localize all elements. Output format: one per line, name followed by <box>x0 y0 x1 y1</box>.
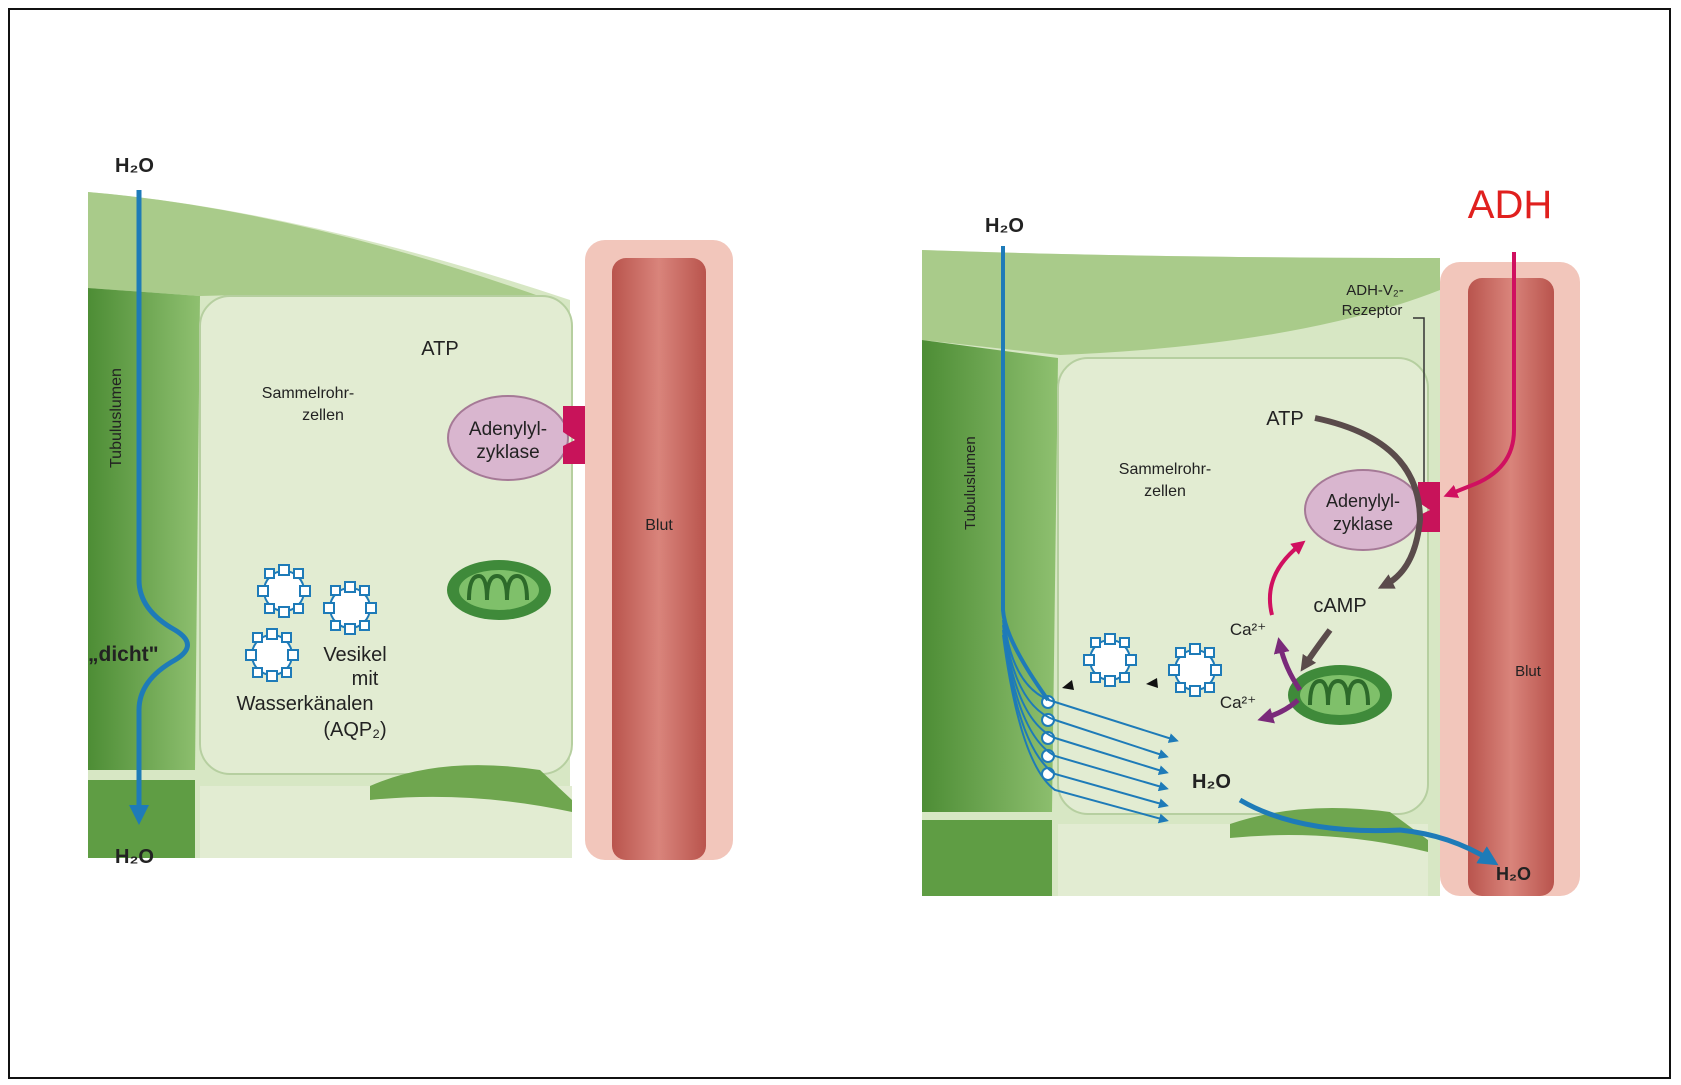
left-cell-label-2: zellen <box>302 407 344 424</box>
left-vesicle-label-1: Vesikel <box>323 644 386 666</box>
right-collecting-duct-cell <box>1058 358 1428 814</box>
left-vesicle-label-2: mit <box>352 668 379 690</box>
left-blood-label: Blut <box>645 517 673 534</box>
left-panel: H₂O H₂O Tubuluslumen Sammelrohr- zellen … <box>88 155 733 868</box>
ca-label-1: Ca²⁺ <box>1230 620 1266 639</box>
left-vesicle-label-4: (AQP₂) <box>323 719 386 741</box>
right-blood-vessel-lumen <box>1468 278 1554 896</box>
right-mitochondrion <box>1288 665 1392 725</box>
right-enzyme-label-1: Adenylyl- <box>1326 491 1400 511</box>
adh-label: ADH <box>1468 183 1552 227</box>
right-cell-label-2: zellen <box>1144 483 1186 500</box>
receptor-label-1: ADH-V₂- <box>1346 282 1404 299</box>
camp-label: cAMP <box>1313 595 1366 617</box>
right-atp-label: ATP <box>1266 408 1303 430</box>
right-vesicle-1 <box>1084 634 1136 686</box>
left-h2o-bottom-label: H₂O <box>115 846 154 868</box>
left-vesicle-3 <box>246 629 298 681</box>
right-panel: ADH H₂O ADH-V₂- Rezeptor Tubuluslumen Sa… <box>922 183 1580 896</box>
left-h2o-top-label: H₂O <box>115 155 154 177</box>
right-lower-neighbour-cell <box>922 820 1052 896</box>
left-enzyme-label-2: zyklase <box>476 442 539 463</box>
right-h2o-blood-label: H₂O <box>1496 864 1531 884</box>
left-tubulus-label: Tubuluslumen <box>108 368 125 468</box>
left-blood-vessel-lumen <box>612 258 706 860</box>
right-enzyme-label-2: zyklase <box>1333 514 1393 534</box>
right-vesicle-2 <box>1169 644 1221 696</box>
left-mitochondrion <box>447 560 551 620</box>
left-enzyme-label-1: Adenylyl- <box>469 419 547 440</box>
right-h2o-mid-label: H₂O <box>1192 771 1231 793</box>
right-blood-label: Blut <box>1515 663 1542 680</box>
left-tight-label: „dicht" <box>88 643 159 666</box>
left-vesicle-1 <box>258 565 310 617</box>
right-h2o-top-label: H₂O <box>985 215 1024 237</box>
left-neighbour-cell <box>88 288 200 770</box>
left-vesicle-label-3: Wasserkänalen <box>236 693 373 715</box>
left-cell-label-1: Sammelrohr- <box>262 385 354 402</box>
ca-label-2: Ca²⁺ <box>1220 693 1256 712</box>
right-tubulus-label: Tubuluslumen <box>962 436 979 530</box>
left-vesicle-2 <box>324 582 376 634</box>
receptor-label-2: Rezeptor <box>1342 302 1403 319</box>
left-atp-label: ATP <box>421 338 458 360</box>
right-cell-label-1: Sammelrohr- <box>1119 461 1211 478</box>
